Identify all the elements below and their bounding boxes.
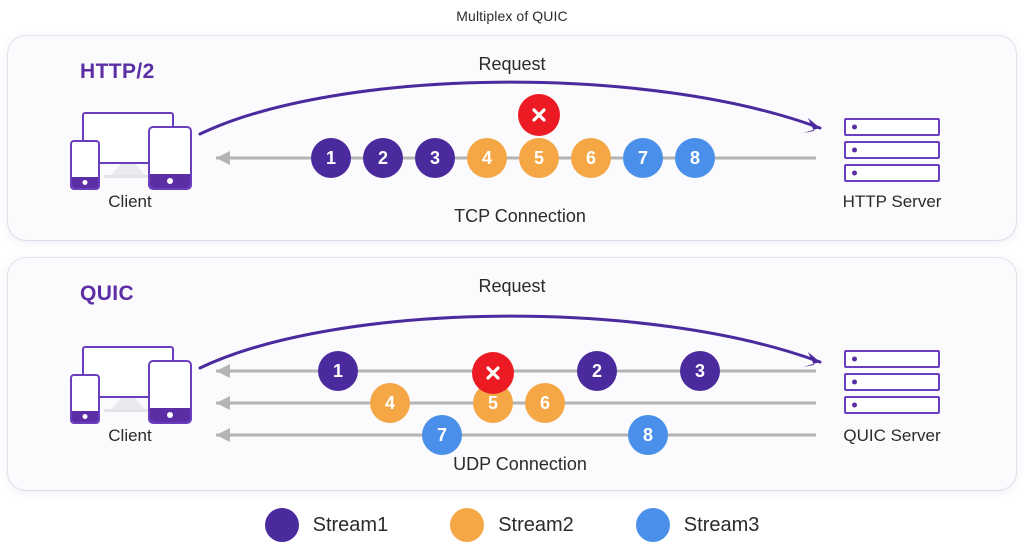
x-mark-icon-quic	[472, 352, 514, 394]
packet-4: 4	[370, 383, 410, 423]
stream-arrow-head-1	[216, 364, 230, 378]
packet-3: 3	[415, 138, 455, 178]
phone-icon	[70, 140, 100, 190]
legend-item-stream3: Stream3	[635, 508, 760, 542]
client-device-icon-quic	[70, 346, 200, 438]
request-label-http2: Request	[478, 54, 546, 74]
legend-label-stream2: Stream2	[498, 513, 574, 536]
legend-label-stream1: Stream1	[312, 513, 389, 536]
panel-quic: QUIC Request Client QUIC Server 1 2 3 4	[8, 258, 1016, 490]
stream-arrow-head-3	[216, 428, 230, 442]
stream-arrow-head-2	[216, 396, 230, 410]
packet-4: 4	[467, 138, 507, 178]
monitor-stand-base-icon	[104, 175, 152, 178]
phone-icon	[70, 374, 100, 424]
tablet-icon	[148, 126, 192, 190]
protocol-label-quic: QUIC	[80, 282, 135, 305]
page-title: Multiplex of QUIC	[456, 8, 568, 24]
packet-5: 5	[519, 138, 559, 178]
server-bay	[844, 373, 940, 391]
server-icon-http2	[844, 118, 940, 184]
request-arrow-head	[803, 118, 820, 133]
protocol-label-http2: HTTP/2	[80, 60, 155, 83]
packet-8: 8	[675, 138, 715, 178]
server-label-http2: HTTP Server	[842, 192, 942, 211]
legend-swatch-stream3	[635, 508, 670, 542]
packet-7: 7	[422, 415, 462, 455]
request-label-quic: Request	[478, 276, 546, 296]
packet-3: 3	[680, 351, 720, 391]
legend-swatch-stream2	[450, 508, 485, 542]
request-arrow-head	[803, 352, 820, 367]
legend-item-stream1: Stream1	[264, 508, 389, 542]
legend-swatch-stream1	[264, 508, 299, 542]
tcp-connection-arrow-head	[216, 151, 230, 165]
client-label-quic: Client	[108, 426, 152, 445]
monitor-stand-icon	[110, 398, 146, 410]
panel-http2: HTTP/2 Request Client HTTP Server 1 2 3 …	[8, 36, 1016, 240]
packet-1: 1	[318, 351, 358, 391]
client-label-http2: Client	[108, 192, 152, 211]
server-bay	[844, 350, 940, 368]
packet-1: 1	[311, 138, 351, 178]
monitor-stand-base-icon	[104, 409, 152, 412]
packet-6: 6	[525, 383, 565, 423]
client-device-icon-http2	[70, 112, 200, 204]
server-bay	[844, 164, 940, 182]
packet-8: 8	[628, 415, 668, 455]
connection-label-quic: UDP Connection	[453, 454, 587, 474]
server-icon-quic	[844, 350, 940, 416]
connection-label-http2: TCP Connection	[454, 206, 586, 226]
packet-6: 6	[571, 138, 611, 178]
legend-item-stream2: Stream2	[450, 508, 574, 542]
server-label-quic: QUIC Server	[843, 426, 941, 445]
monitor-stand-icon	[110, 164, 146, 176]
packet-7: 7	[623, 138, 663, 178]
server-bay	[844, 141, 940, 159]
legend-label-stream3: Stream3	[683, 513, 760, 536]
server-bay	[844, 396, 940, 414]
server-bay	[844, 118, 940, 136]
request-arc-path	[198, 80, 822, 136]
packet-2: 2	[363, 138, 403, 178]
legend: Stream1 Stream2 Stream3	[0, 508, 1024, 542]
x-mark-icon-http2	[518, 94, 560, 136]
tablet-icon	[148, 360, 192, 424]
packet-2: 2	[577, 351, 617, 391]
